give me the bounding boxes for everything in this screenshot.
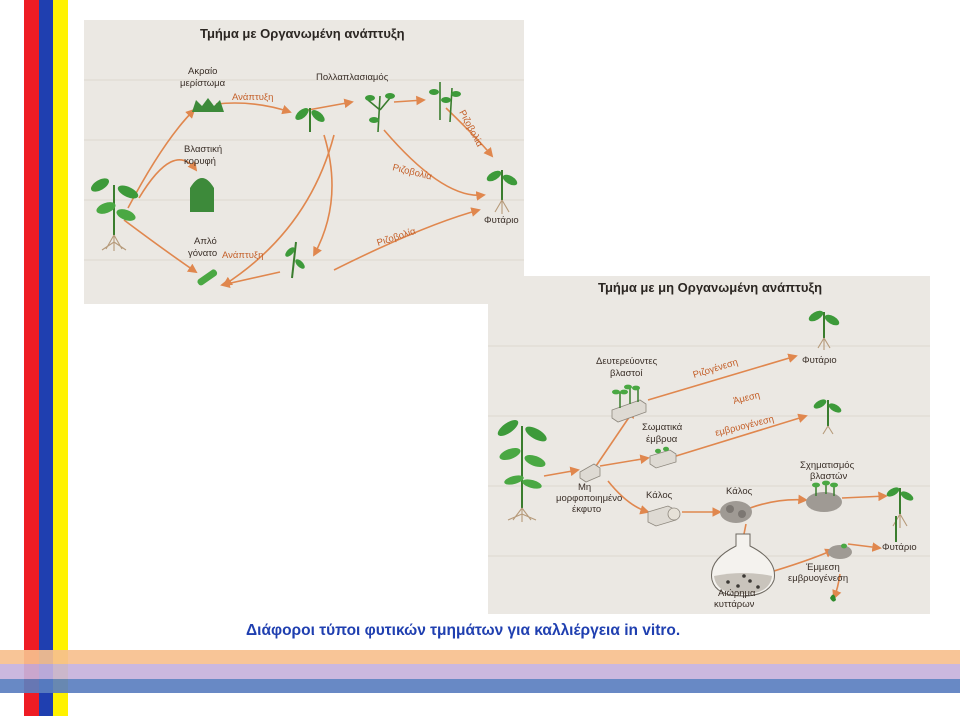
unorganized-panel-background — [488, 276, 930, 614]
plantlet-label-top: Φυτάριο — [802, 355, 837, 366]
cell-suspension-label-1: Αιώρημα — [718, 588, 756, 599]
secondary-shoots-label-2: βλαστοί — [610, 368, 643, 379]
shoot-formation-label-1: Σχηματισμός — [800, 460, 855, 471]
cell-suspension-flask-icon — [711, 533, 775, 597]
indirect-embryo-callus-icon — [828, 543, 852, 559]
peach-band — [0, 650, 960, 664]
somatic-embryos-icon — [649, 446, 677, 469]
undiff-explant-label-3: έκφυτο — [572, 504, 601, 515]
shoot-tip-label-2: κορυφή — [184, 156, 216, 167]
secondary-shoots-label-1: Δευτερεύοντες — [596, 356, 658, 367]
explant-block-icon — [579, 463, 601, 483]
multiplied-shoots-icon — [365, 93, 395, 133]
growth-label-1: Ανάπτυξη — [232, 92, 273, 103]
indirect-embryogenesis-label-1: Έμμεση — [805, 562, 840, 573]
apical-meristem-icon — [192, 98, 224, 112]
organized-arrows — [123, 95, 494, 289]
donor-plant-icon — [90, 178, 139, 251]
growing-shoot-icon — [295, 108, 325, 132]
unorganized-title: Τμήμα με μη Οργανωμένη ανάπτυξη — [598, 280, 822, 295]
shoot-formation-label-2: βλαστών — [810, 471, 847, 482]
rooted-shoot-icon — [886, 487, 914, 528]
undiff-explant-label-1: Μη — [578, 482, 591, 493]
yellow-stripe — [53, 0, 68, 716]
callus-explant-icon — [647, 505, 681, 527]
slide-caption: Διάφοροι τύποι φυτικών τμημάτων για καλλ… — [246, 622, 681, 639]
lavender-band — [0, 664, 960, 679]
organized-title: Τμήμα με Οργανωμένη ανάπτυξη — [200, 26, 405, 41]
undiff-explant-label-2: μορφοποιημένο — [556, 493, 622, 504]
somatic-embryos-label-1: Σωματικά — [642, 422, 683, 433]
apical-meristem-label-2: μερίστωμα — [180, 78, 226, 89]
secondary-shoots-icon — [611, 384, 647, 423]
blue-stripe — [39, 0, 53, 716]
node-shoot-icon — [285, 241, 305, 279]
organized-panel-background — [84, 20, 524, 304]
single-node-icon — [197, 269, 218, 286]
multiplication-label: Πολλαπλασιαμός — [316, 72, 389, 83]
indirect-embryogenesis-label-2: εμβρυογένεση — [788, 573, 848, 584]
unorganized-arrows — [543, 353, 888, 600]
callus-large-label: Κάλος — [726, 486, 753, 497]
unorganized-growth-diagram: Τμήμα με μη Οργανωμένη ανάπτυξη Μη μορφο… — [488, 276, 930, 614]
red-stripe — [24, 0, 39, 716]
plantlet-icon — [486, 170, 518, 214]
plantlet-icon-top — [808, 310, 840, 350]
growth-label-2: Ανάπτυξη — [222, 250, 263, 261]
cell-suspension-label-2: κυττάρων — [714, 599, 755, 610]
organized-growth-diagram: Τμήμα με Οργανωμένη ανάπτυξη Ακραίο μερί… — [84, 20, 524, 304]
plantlet-label: Φυτάριο — [484, 215, 519, 226]
somatic-embryos-label-2: έμβρυα — [646, 434, 678, 445]
plantlet-label-bottom: Φυτάριο — [882, 542, 917, 553]
single-node-label-2: γόνατο — [188, 248, 217, 259]
callus-small-label: Κάλος — [646, 490, 673, 501]
apical-meristem-label-1: Ακραίο — [188, 66, 217, 77]
shoot-formation-icon — [806, 480, 842, 512]
shoot-tip-icon — [190, 178, 214, 212]
donor-plant-icon — [497, 419, 547, 522]
blue-band — [0, 679, 960, 693]
shoot-tip-label-1: Βλαστική — [184, 144, 222, 155]
single-node-label-1: Απλό — [194, 236, 217, 247]
embryo-icon — [830, 594, 836, 602]
callus-mass-icon — [720, 501, 752, 523]
embryo-plantlet-icon — [813, 399, 842, 435]
elongated-shoots-icon — [429, 82, 461, 123]
